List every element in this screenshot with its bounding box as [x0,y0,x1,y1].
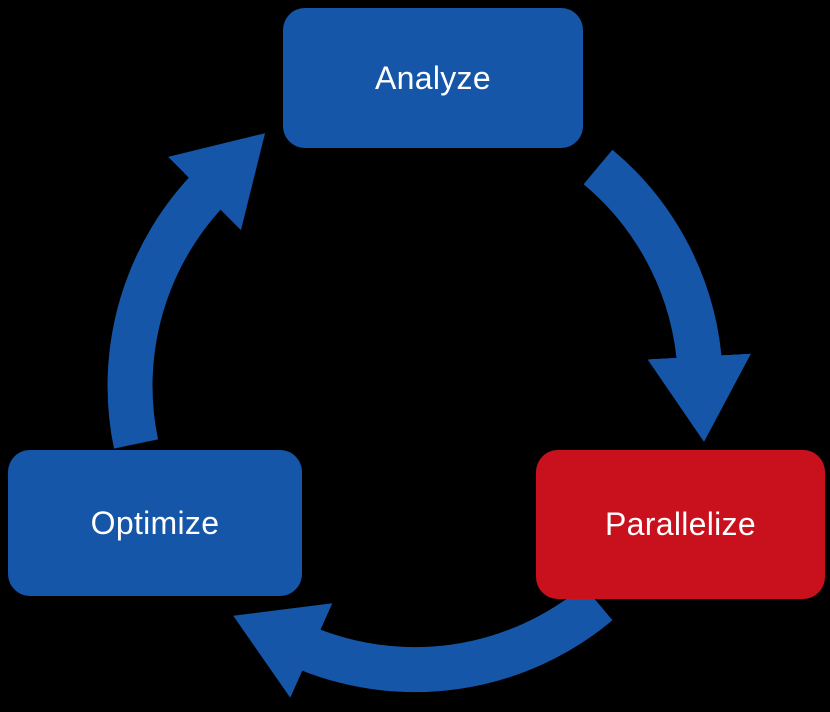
node-analyze-label: Analyze [375,59,491,96]
arrow-analyze-to-parallelize [583,149,751,442]
node-parallelize: Parallelize [536,450,825,599]
node-analyze: Analyze [283,8,583,148]
arrow-parallelize-to-optimize [233,585,613,698]
arrow-optimize-to-analyze [107,133,266,449]
node-optimize: Optimize [8,450,302,596]
node-optimize-label: Optimize [90,504,220,541]
node-parallelize-label: Parallelize [605,506,756,542]
